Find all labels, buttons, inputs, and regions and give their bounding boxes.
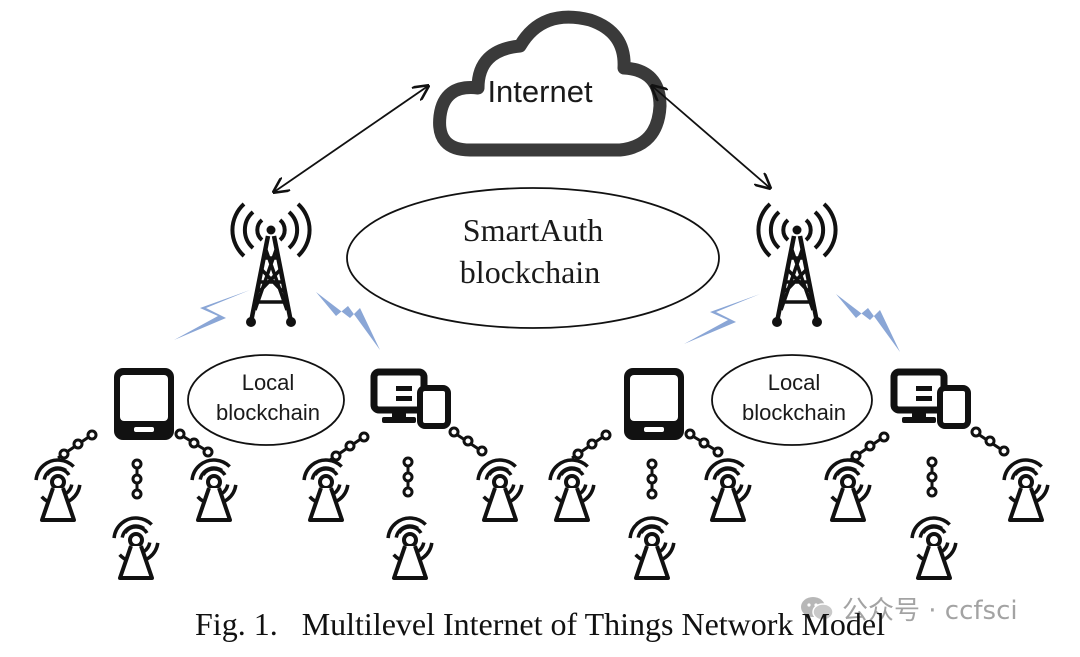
left-sensor-icon-1 [32,456,84,522]
left-sensor-icon-3 [110,514,162,580]
right-sensor-icon-1 [546,456,598,522]
smartauth-label-line1: SmartAuth [463,212,603,248]
left-computer-links [329,426,488,498]
left-local-blockchain [187,354,345,446]
right-local-blockchain [711,354,873,446]
right-tablet-links [571,428,724,500]
right-lightning-icon [684,294,760,344]
internet-label: Internet [487,74,593,109]
left-computer-icon [374,372,448,426]
right-tablet-icon [624,368,684,440]
left-tablet-icon [114,368,174,440]
right-cell-tower-icon [758,204,835,327]
arrow-cloud-left-tower [274,86,428,192]
smartauth-blockchain: SmartAuth blockchain [346,187,720,329]
right-cluster: Local blockchain [546,204,1052,580]
left-tablet-links [57,428,214,500]
right-sensor-icon-5 [1000,456,1052,522]
left-cell-tower-icon [232,204,309,327]
right-local-label-line1: Local [768,370,821,395]
right-lightning-icon-2 [836,294,900,352]
right-local-label-line2: blockchain [742,400,846,425]
wechat-icon [801,596,834,621]
left-lightning-icon-2 [316,292,380,350]
watermark: 公众号 · ccfsci [800,590,1018,627]
left-sensor-icon-6 [384,514,436,580]
right-sensor-icon-2 [702,456,754,522]
left-sensor-icon-2 [188,456,240,522]
smartauth-label-line2: blockchain [460,254,600,290]
left-local-label-line2: blockchain [216,400,320,425]
right-sensor-icon-6 [908,514,960,580]
left-sensor-icon-4 [300,456,352,522]
left-sensor-icon-5 [474,456,526,522]
right-computer-icon [894,372,968,426]
internet-cloud: Internet [433,10,667,157]
right-computer-links [849,426,1010,498]
right-sensor-icon-4 [822,456,874,522]
left-local-label-line1: Local [242,370,295,395]
figure-caption: Fig. 1. Multilevel Internet of Things Ne… [195,606,885,642]
arrow-cloud-right-tower [652,86,770,188]
left-lightning-icon [174,290,250,340]
left-cluster: Local blockchain [32,204,526,580]
right-sensor-icon-3 [626,514,678,580]
watermark-text: 公众号 · ccfsci [842,596,1018,626]
